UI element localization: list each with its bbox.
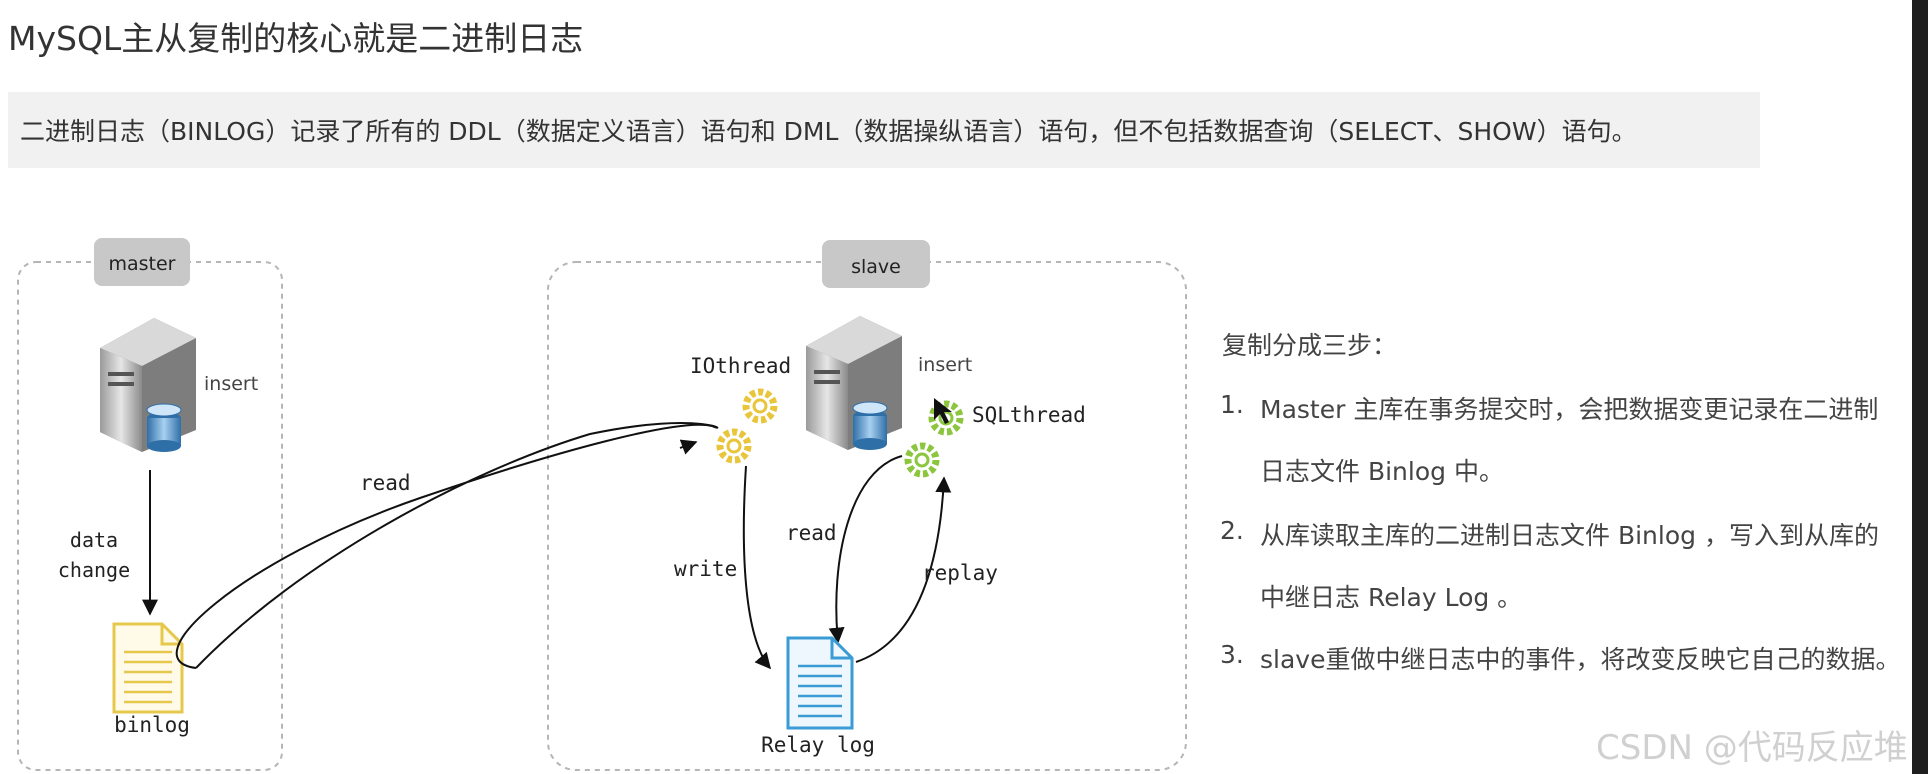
master-tag: [94, 238, 190, 286]
slave-tag: [822, 240, 930, 288]
master-insert-label: insert: [204, 373, 258, 395]
step-1-line-2: 日志文件 Binlog 中。: [1260, 457, 1504, 486]
write-label: write: [674, 557, 737, 581]
step-1-line-1: Master 主库在事务提交时，会把数据变更记录在二进制: [1260, 395, 1879, 424]
sqlthread-label: SQLthread: [972, 403, 1086, 427]
slave-read-arrow: [828, 455, 903, 644]
iothread-gear-icon: [716, 388, 778, 464]
slave-server-icon: [806, 316, 902, 450]
data-change-label-2: change: [58, 558, 130, 582]
description-box: 二进制日志（BINLOG）记录了所有的 DDL（数据定义语言）语句和 DML（数…: [8, 92, 1760, 168]
binlog-doc-icon: [112, 622, 184, 714]
relay-log-doc-icon: [786, 636, 854, 730]
read-label-slave: read: [786, 521, 837, 545]
step-2-line-1: 从库读取主库的二进制日志文件 Binlog ，写入到从库的: [1260, 521, 1879, 550]
right-edge-bar: [1912, 0, 1928, 774]
sqlthread-gear-icon: [904, 400, 964, 478]
iothread-label: IOthread: [690, 354, 791, 378]
read-label-main: read: [360, 471, 411, 495]
slave-insert-label: insert: [918, 354, 972, 376]
data-change-label-1: data: [70, 528, 118, 552]
watermark: CSDN @代码反应堆: [1596, 728, 1908, 768]
slave-tag-label: slave: [851, 256, 901, 278]
master-server-icon: [100, 318, 196, 452]
master-tag-label: master: [108, 253, 175, 275]
step-1-number: 1.: [1220, 390, 1244, 419]
step-3-line-1: slave重做中继日志中的事件，将改变反映它自己的数据。: [1260, 645, 1901, 674]
read-arrow: [175, 422, 719, 669]
description-text: 二进制日志（BINLOG）记录了所有的 DDL（数据定义语言）语句和 DML（数…: [20, 117, 1637, 146]
page-title: MySQL主从复制的核心就是二进制日志: [8, 19, 584, 58]
read-arrow-head: [679, 439, 698, 455]
binlog-label: binlog: [114, 713, 190, 737]
replay-label: replay: [922, 561, 998, 585]
cursor-icon: [934, 398, 952, 424]
write-arrow: [742, 465, 772, 670]
step-3-number: 3.: [1220, 640, 1244, 669]
relay-log-label: Relay log: [761, 733, 875, 757]
replay-arrow: [855, 476, 952, 663]
step-2-number: 2.: [1220, 516, 1244, 545]
steps-heading: 复制分成三步：: [1222, 331, 1398, 360]
step-2-line-2: 中继日志 Relay Log 。: [1260, 583, 1523, 612]
